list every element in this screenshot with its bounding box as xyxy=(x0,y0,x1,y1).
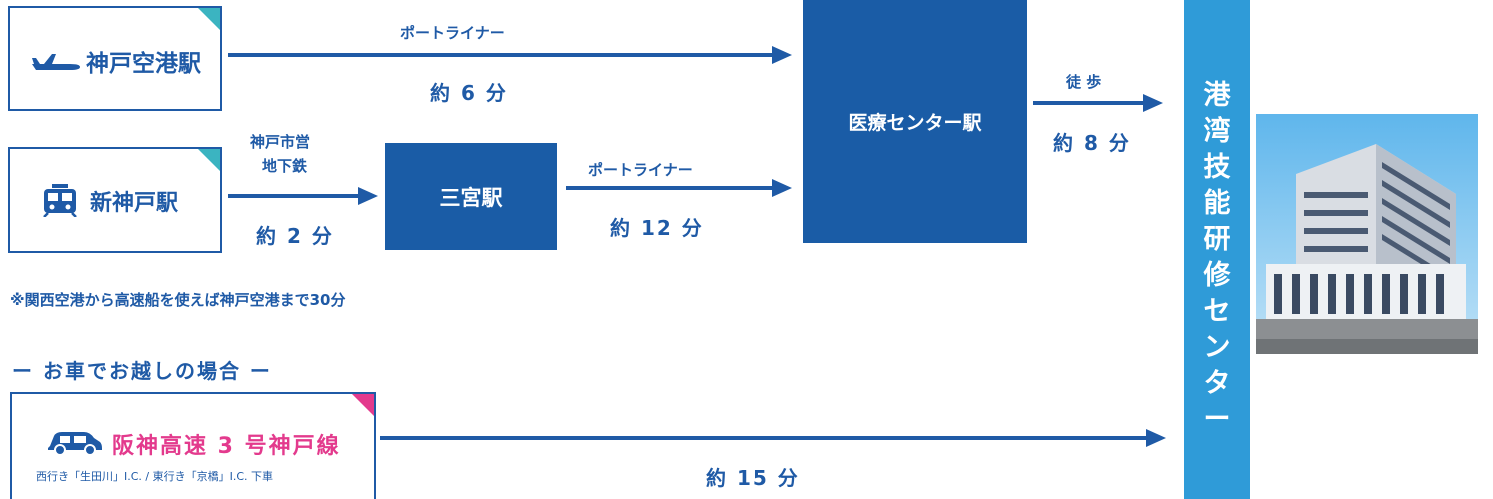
corner-accent xyxy=(352,394,374,416)
iryo-center-box: 医療センター駅 xyxy=(803,0,1027,243)
subway-line-2: 地下鉄 xyxy=(262,157,308,175)
destination-char: 修 xyxy=(1203,260,1231,291)
sannomiya-time: 約 12 分 xyxy=(610,216,704,240)
airport-time: 約 6 分 xyxy=(430,81,508,105)
train-icon xyxy=(43,184,77,217)
subway-line-1: 神戸市営 xyxy=(250,133,311,151)
destination-char: 研 xyxy=(1203,224,1231,255)
kobe-airport-box: 神戸空港駅 xyxy=(8,6,222,111)
subway-arrow-head xyxy=(358,187,378,205)
shin-kobe-label: 新神戸駅 xyxy=(90,191,179,216)
car-arrow-head xyxy=(1146,429,1166,447)
walk-label: 徒 歩 xyxy=(1066,73,1102,91)
walk-arrow-head xyxy=(1143,94,1163,112)
car-icon xyxy=(48,432,102,456)
sannomiya-arrow-head xyxy=(772,179,792,197)
destination-char: 湾 xyxy=(1203,116,1231,147)
airport-line-label: ポートライナー xyxy=(400,24,505,42)
corner-accent xyxy=(198,8,220,30)
destination-bar: 港 湾 技 能 研 修 セ ン タ ー xyxy=(1184,0,1250,499)
destination-char: セ xyxy=(1203,296,1231,327)
walk-arrow xyxy=(1033,101,1145,105)
shin-kobe-box: 新神戸駅 xyxy=(8,147,222,253)
kobe-airport-label: 神戸空港駅 xyxy=(86,51,201,77)
airport-arrow xyxy=(228,53,776,57)
destination-char: ー xyxy=(1203,404,1231,435)
destination-name: 港 湾 技 能 研 修 セ ン タ ー xyxy=(1184,0,1250,438)
destination-char: 技 xyxy=(1203,152,1231,183)
car-time: 約 15 分 xyxy=(706,466,800,490)
destination-char: 港 xyxy=(1203,80,1231,111)
sannomiya-box: 三宮駅 xyxy=(385,143,557,250)
building-photo xyxy=(1256,114,1478,354)
car-route-exit: 西行き「生田川」I.C. / 東行き「京橋」I.C. 下車 xyxy=(36,470,274,483)
destination-char: 能 xyxy=(1203,188,1231,219)
destination-char: ン xyxy=(1203,332,1231,363)
sannomiya-line-label: ポートライナー xyxy=(588,161,693,179)
sannomiya-label: 三宮駅 xyxy=(439,185,503,210)
car-section-title: ー お車でお越しの場合 ー xyxy=(12,359,272,383)
sannomiya-arrow xyxy=(566,186,776,190)
airport-arrow-head xyxy=(772,46,792,64)
iryo-center-label: 医療センター駅 xyxy=(848,112,982,134)
walk-time: 約 8 分 xyxy=(1053,131,1131,155)
subway-time: 約 2 分 xyxy=(256,224,334,248)
ferry-note: ※関西空港から高速船を使えば神戸空港まで30分 xyxy=(10,291,346,309)
car-arrow xyxy=(380,436,1148,440)
airplane-icon xyxy=(32,54,80,70)
subway-arrow xyxy=(228,194,362,198)
corner-accent xyxy=(198,149,220,171)
car-route-box: 阪神高速 3 号神戸線 西行き「生田川」I.C. / 東行き「京橋」I.C. 下… xyxy=(10,392,376,499)
car-route-title: 阪神高速 3 号神戸線 xyxy=(112,434,341,459)
destination-char: タ xyxy=(1203,368,1231,399)
